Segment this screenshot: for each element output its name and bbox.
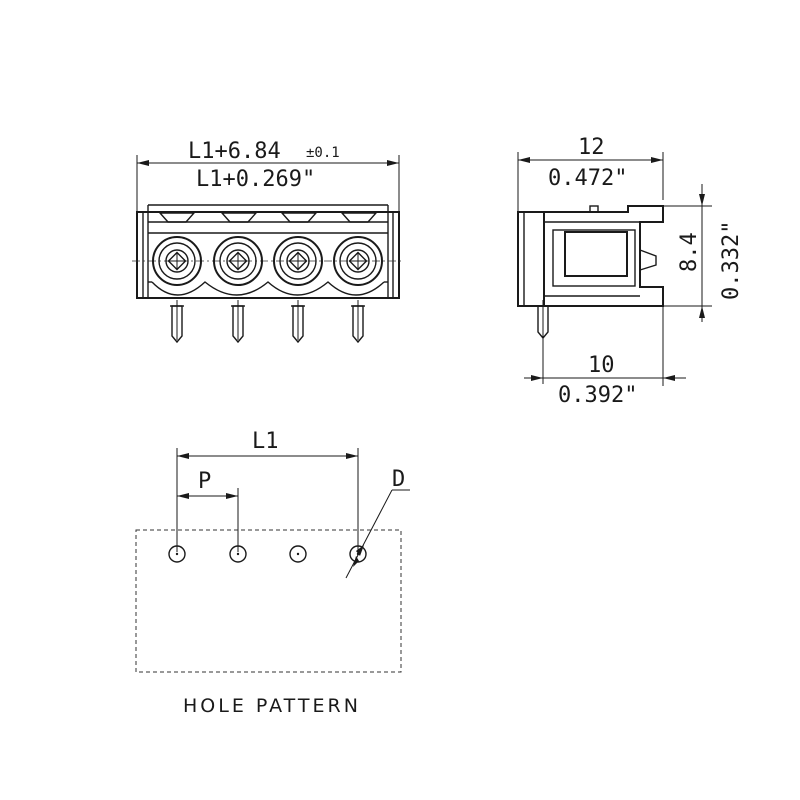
diameter-leader-line xyxy=(345,489,393,579)
front-view: L1+6.84 ±0.1 L1+0.269" xyxy=(132,139,404,344)
side-housing xyxy=(517,205,664,307)
hole-4 xyxy=(349,545,367,563)
hole-2 xyxy=(229,545,247,563)
pcb-outline xyxy=(135,529,402,673)
side-pin xyxy=(537,300,549,384)
hole-pattern: L1 P D HOLE PATTERN xyxy=(135,429,410,717)
front-width-inch-label: L1+0.269" xyxy=(196,167,315,192)
front-width-mm-label: L1+6.84 xyxy=(188,139,281,164)
side-depth-inch-label: 0.392" xyxy=(558,383,637,408)
side-view: 12 0.472" 8.4 0.332" xyxy=(517,135,744,408)
hole-3 xyxy=(289,545,307,563)
screw-3 xyxy=(273,236,323,286)
diameter-label: D xyxy=(392,467,405,492)
l1-label: L1 xyxy=(252,429,279,454)
screw-2 xyxy=(213,236,263,286)
screw-4 xyxy=(333,236,383,286)
side-height-mm-label: 8.4 xyxy=(677,232,702,272)
side-width-mm-label: 12 xyxy=(578,135,605,160)
screw-1 xyxy=(152,236,202,286)
hole-pattern-caption: HOLE PATTERN xyxy=(183,695,361,717)
side-width-inch-label: 0.472" xyxy=(548,166,627,191)
pins xyxy=(148,297,388,344)
side-height-inch-label: 0.332" xyxy=(719,221,744,300)
side-depth-mm-label: 10 xyxy=(588,353,615,378)
pitch-label: P xyxy=(198,469,211,494)
hole-1 xyxy=(168,545,186,563)
front-width-tolerance-label: ±0.1 xyxy=(306,145,340,161)
